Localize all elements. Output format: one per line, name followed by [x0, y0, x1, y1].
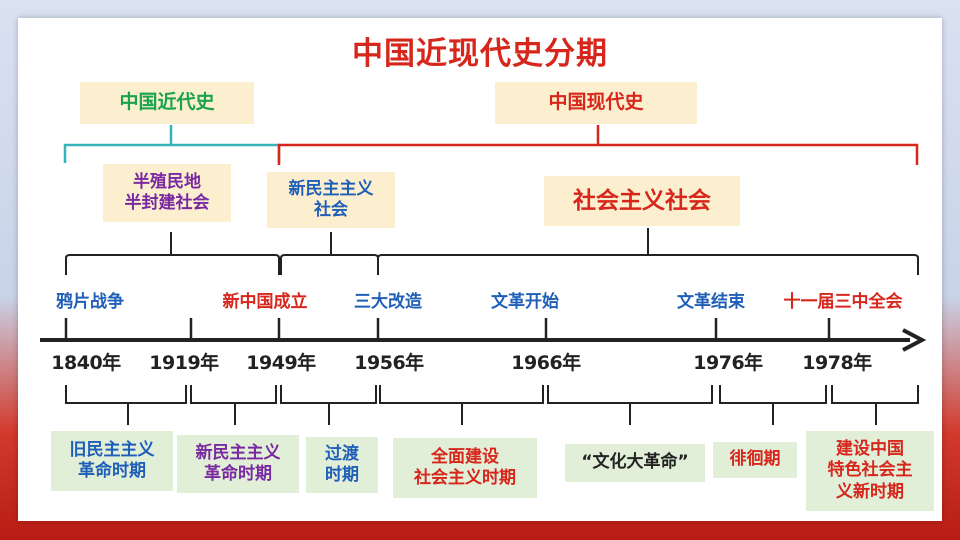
year-label: 1966年 [511, 352, 581, 374]
year-label: 1978年 [802, 352, 872, 374]
contemporary-era-label: 中国现代史 [548, 91, 644, 114]
period-box: 新民主主义 革命时期 [177, 435, 299, 493]
event-label: 文革开始 [491, 292, 559, 312]
period-label: 建设中国 特色社会主 义新时期 [827, 439, 913, 502]
contemporary-era-box: 中国现代史 [495, 82, 697, 124]
period-label: 新民主主义 革命时期 [195, 442, 281, 484]
modern-era-box: 中国近代史 [80, 82, 254, 124]
period-box: 全面建设 社会主义时期 [393, 438, 537, 498]
modern-era-bracket [63, 125, 281, 163]
modern-era-label: 中国近代史 [119, 91, 215, 114]
period-brace-4 [379, 385, 544, 425]
period-label: 全面建设 社会主义时期 [414, 446, 516, 488]
period-brace-3 [280, 385, 377, 425]
contemporary-era-bracket [277, 125, 919, 165]
event-label: 三大改造 [354, 292, 422, 312]
socialist-society-box: 社会主义社会 [544, 176, 740, 226]
period-label: 过渡 时期 [325, 443, 359, 485]
semi-colonial-brace [65, 232, 280, 275]
period-label: 旧民主主义 革命时期 [69, 439, 155, 481]
socialist-society-label: 社会主义社会 [573, 187, 711, 214]
period-box: “文化大革命” [565, 444, 705, 482]
period-box: 徘徊期 [713, 442, 797, 478]
year-label: 1956年 [354, 352, 424, 374]
new-democratic-brace [280, 232, 379, 275]
new-democratic-society-label: 新民主主义 社会 [288, 178, 374, 220]
period-brace-1 [65, 385, 187, 425]
event-label: 文革结束 [677, 292, 745, 312]
period-box: 旧民主主义 革命时期 [51, 431, 173, 491]
new-democratic-society-box: 新民主主义 社会 [267, 172, 395, 228]
semi-colonial-society-label: 半殖民地 半封建社会 [124, 171, 210, 213]
semi-colonial-society-box: 半殖民地 半封建社会 [103, 164, 231, 222]
year-label: 1840年 [51, 352, 121, 374]
page-title: 中国近现代史分期 [352, 36, 608, 72]
period-brace-7 [831, 385, 919, 425]
period-brace-5 [547, 385, 713, 425]
year-label: 1949年 [246, 352, 316, 374]
event-label: 新中国成立 [222, 292, 308, 312]
period-box: 过渡 时期 [306, 437, 378, 493]
event-label: 鸦片战争 [56, 292, 124, 312]
year-label: 1919年 [149, 352, 219, 374]
period-label: “文化大革命” [581, 452, 689, 473]
period-label: 徘徊期 [729, 449, 781, 470]
timeline-arrowhead [902, 328, 927, 352]
year-label: 1976年 [693, 352, 763, 374]
period-brace-6 [719, 385, 827, 425]
period-brace-2 [190, 385, 277, 425]
socialist-brace [377, 228, 919, 275]
period-box: 建设中国 特色社会主 义新时期 [806, 431, 934, 511]
event-label: 十一届三中全会 [783, 292, 903, 312]
